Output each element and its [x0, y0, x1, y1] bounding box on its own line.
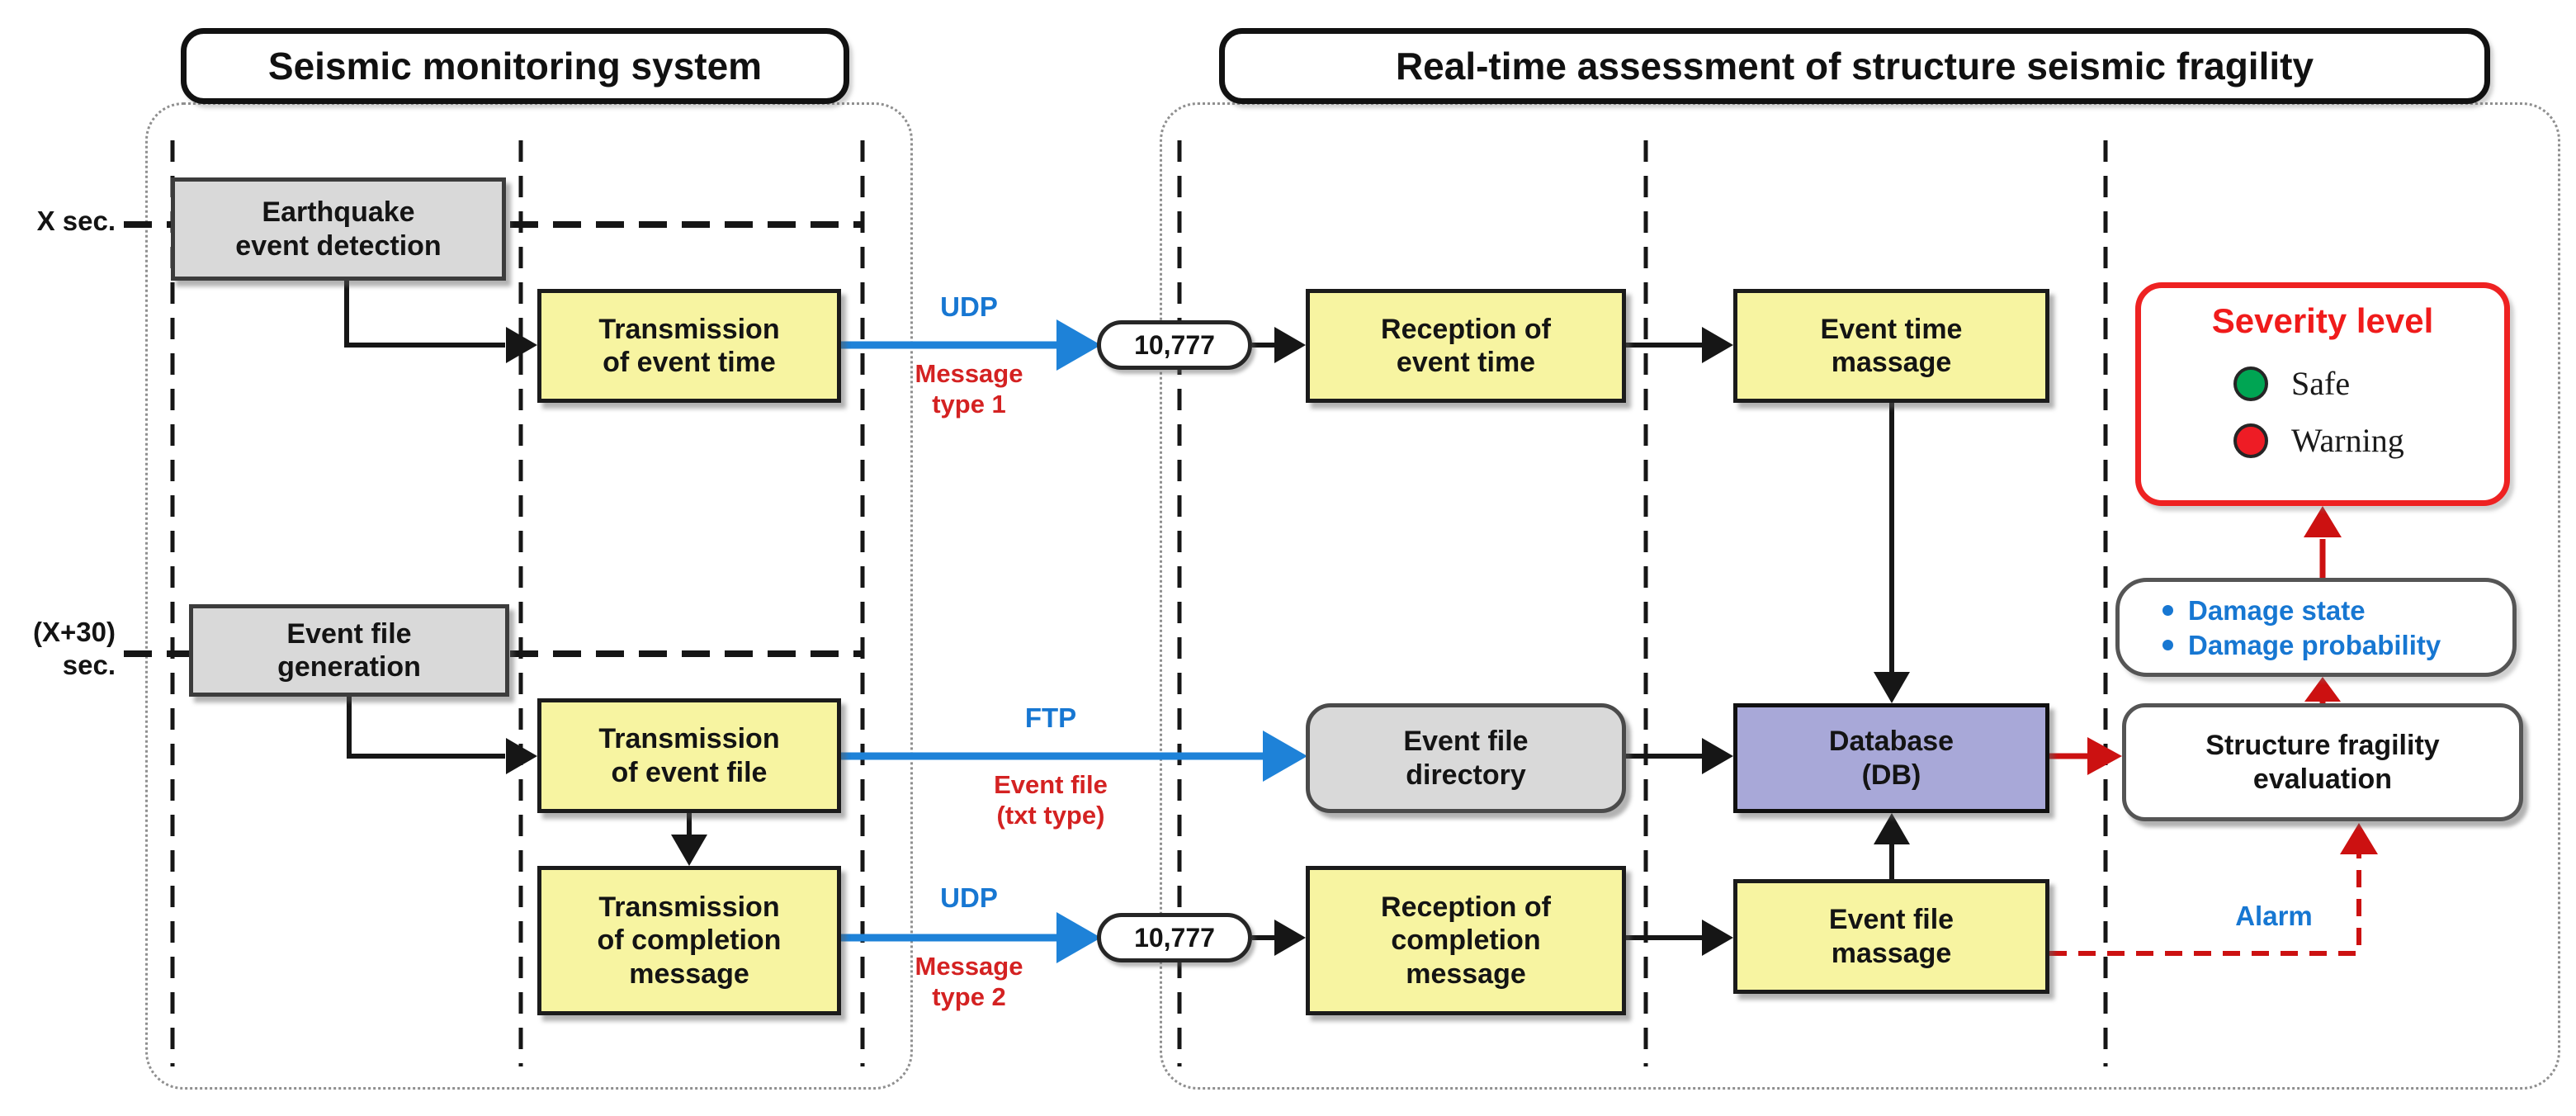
damage-probability-label: Damage probability [2188, 629, 2441, 660]
ftp-file-type-label: Event file (txt type) [994, 770, 1108, 830]
box-event-time-massage: Event time massage [1733, 289, 2049, 403]
box-database: Database (DB) [1733, 703, 2049, 813]
udp2-protocol-label: UDP [940, 882, 998, 913]
box-transmission-of-completion-message: Transmission of completion message [537, 866, 841, 1015]
left-section-title: Seismic monitoring system [181, 28, 849, 104]
box-reception-of-completion-message: Reception of completion message [1306, 866, 1626, 1015]
severity-rows: Safe Warning [2233, 364, 2404, 460]
red-arrowheads [2087, 506, 2378, 854]
black-connector-lines [344, 281, 1894, 940]
damage-state-label: Damage state [2188, 594, 2366, 626]
damage-outputs-panel: Damage state Damage probability [2115, 578, 2517, 677]
udp2-message-type-label: Message type 2 [915, 952, 1023, 1012]
timeline-label-x-sec: X sec. [36, 206, 116, 236]
lane-divider-lines [170, 140, 2108, 1066]
udp-port-capsule-2: 10,777 [1097, 913, 1252, 962]
safe-status-icon [2233, 366, 2268, 401]
alarm-label: Alarm [2235, 901, 2313, 931]
output-row-damage-state: Damage state [2162, 597, 2512, 624]
black-arrowheads [506, 327, 1910, 956]
alarm-dashed-line [2049, 854, 2361, 956]
output-row-damage-probability: Damage probability [2162, 631, 2512, 659]
safe-label: Safe [2291, 365, 2351, 402]
timeline-label-x30-sec: (X+30) sec. [33, 617, 116, 680]
severity-row-safe: Safe [2233, 364, 2404, 403]
severity-level-panel: Severity level Safe Warning [2135, 282, 2510, 506]
box-event-file-generation: Event file generation [189, 604, 509, 697]
box-event-file-directory: Event file directory [1306, 703, 1626, 813]
box-transmission-of-event-file: Transmission of event file [537, 698, 841, 813]
blue-arrowheads [1056, 319, 1307, 963]
box-transmission-of-event-time: Transmission of event time [537, 289, 841, 403]
bullet-icon [2162, 639, 2173, 650]
udp1-protocol-label: UDP [940, 291, 998, 322]
box-reception-of-event-time: Reception of event time [1306, 289, 1626, 403]
box-earthquake-event-detection: Earthquake event detection [171, 177, 506, 281]
udp-port-capsule-1: 10,777 [1097, 320, 1252, 370]
severity-title: Severity level [2211, 301, 2434, 340]
udp1-message-type-label: Message type 1 [915, 359, 1023, 419]
warning-label: Warning [2291, 422, 2404, 459]
severity-row-warning: Warning [2233, 421, 2404, 460]
warning-status-icon [2233, 423, 2268, 458]
ftp-protocol-label: FTP [1024, 702, 1077, 733]
blue-transfer-lines [841, 341, 1264, 942]
right-section-title: Real-time assessment of structure seismi… [1219, 28, 2490, 104]
bullet-icon [2162, 604, 2173, 616]
box-event-file-massage: Event file massage [1733, 879, 2049, 994]
box-structure-fragility-evaluation: Structure fragility evaluation [2122, 703, 2523, 821]
